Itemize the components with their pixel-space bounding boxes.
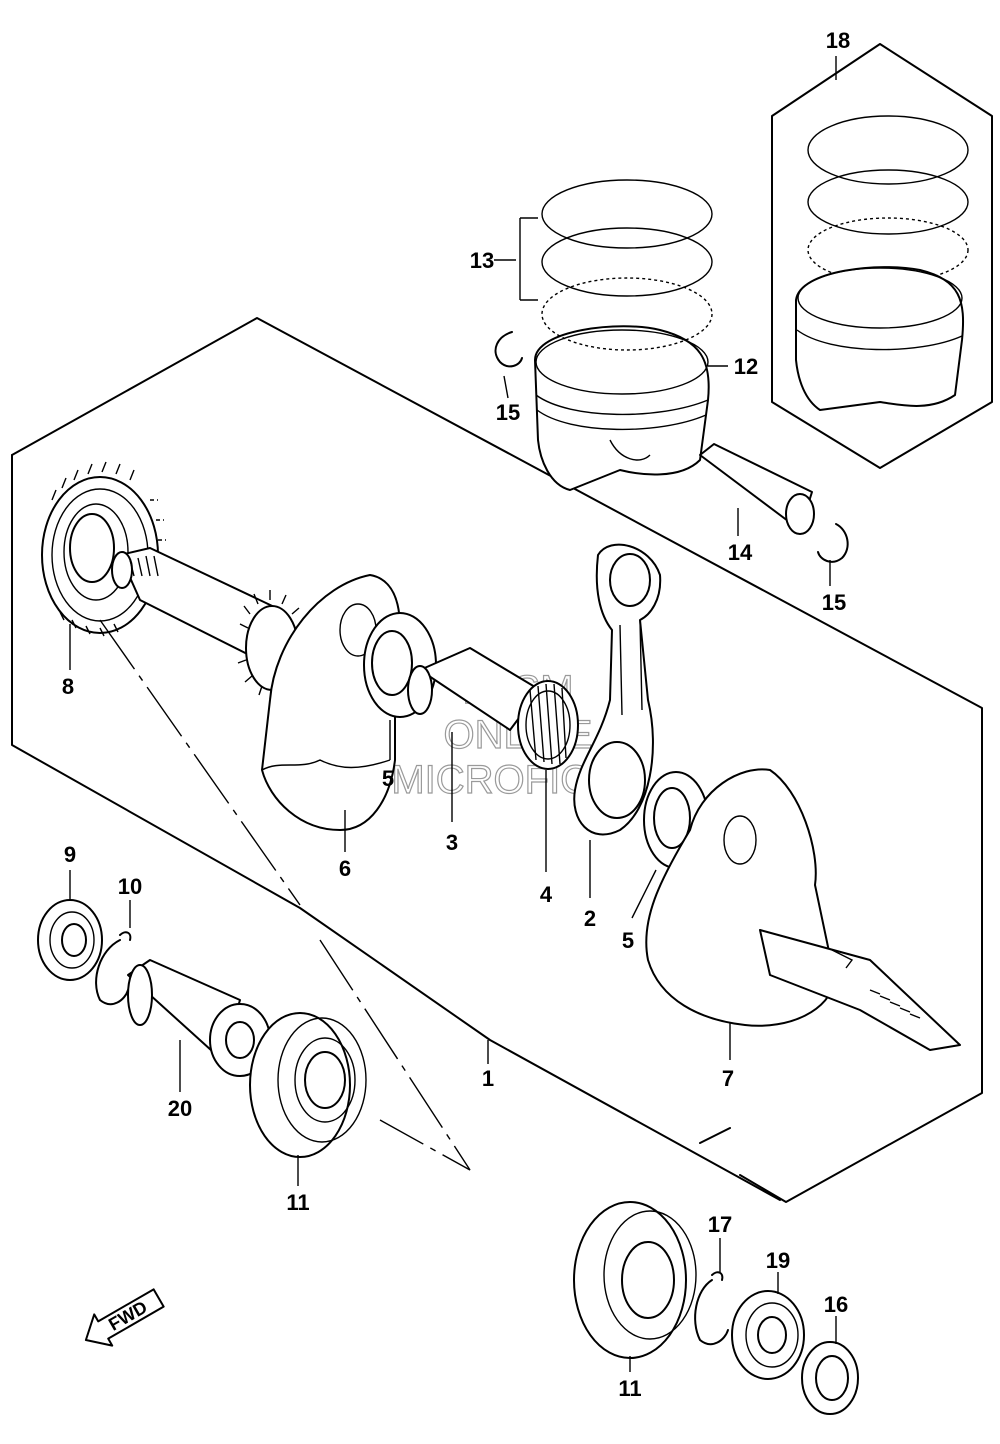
piston-pin-clip-right xyxy=(817,523,849,563)
callout-12: 12 xyxy=(734,354,758,379)
drive-gear xyxy=(41,461,166,637)
callout-13: 13 xyxy=(470,248,494,273)
fwd-label: FWD xyxy=(105,1297,150,1335)
circlip-10 xyxy=(95,931,132,1006)
connecting-rod xyxy=(573,543,662,836)
piston-pin-clip-left xyxy=(494,331,523,368)
right-crank-web xyxy=(645,768,961,1051)
callout-8: 8 xyxy=(62,674,74,699)
callout-20: 20 xyxy=(168,1096,192,1121)
callout-9: 9 xyxy=(64,842,76,867)
callout-labels: 1 2 3 4 5 5 6 7 8 9 10 11 11 12 13 14 15… xyxy=(62,28,850,1401)
main-bearing-11-right xyxy=(573,1201,697,1359)
oil-seal-16 xyxy=(801,1341,859,1415)
callout-11-left: 11 xyxy=(286,1190,309,1215)
callout-19: 19 xyxy=(766,1248,790,1273)
callout-10: 10 xyxy=(118,874,142,899)
callout-11-right: 11 xyxy=(618,1376,641,1401)
circlip-17 xyxy=(694,1271,729,1346)
leader-lines xyxy=(69,56,837,1372)
callout-5-right: 5 xyxy=(622,928,634,953)
callout-2: 2 xyxy=(584,906,596,931)
piston xyxy=(534,325,710,491)
callout-3: 3 xyxy=(446,830,458,855)
piston-kit xyxy=(795,115,969,411)
crank-pin xyxy=(407,647,541,731)
fwd-direction-arrow: FWD xyxy=(84,1288,165,1347)
callout-17: 17 xyxy=(708,1212,732,1237)
callout-15-right: 15 xyxy=(822,590,846,615)
main-bearing-11-left xyxy=(249,1012,367,1158)
piston-pin xyxy=(699,443,815,535)
piston-ring-set-box xyxy=(771,43,993,469)
callout-18: 18 xyxy=(826,28,850,53)
callout-15-left: 15 xyxy=(496,400,520,425)
callout-6: 6 xyxy=(339,856,351,881)
callout-16: 16 xyxy=(824,1292,848,1317)
callout-5-left: 5 xyxy=(382,766,394,791)
bearing-19 xyxy=(731,1290,805,1380)
crankshaft-assembly-outline xyxy=(11,317,983,1203)
callout-14: 14 xyxy=(728,540,753,565)
bushing-20 xyxy=(127,959,271,1077)
callout-4: 4 xyxy=(540,882,553,907)
needle-bearing xyxy=(517,680,579,770)
piston-rings xyxy=(519,179,713,351)
bearing-9 xyxy=(37,899,103,981)
callout-7: 7 xyxy=(722,1066,734,1091)
callout-1: 1 xyxy=(482,1066,494,1091)
